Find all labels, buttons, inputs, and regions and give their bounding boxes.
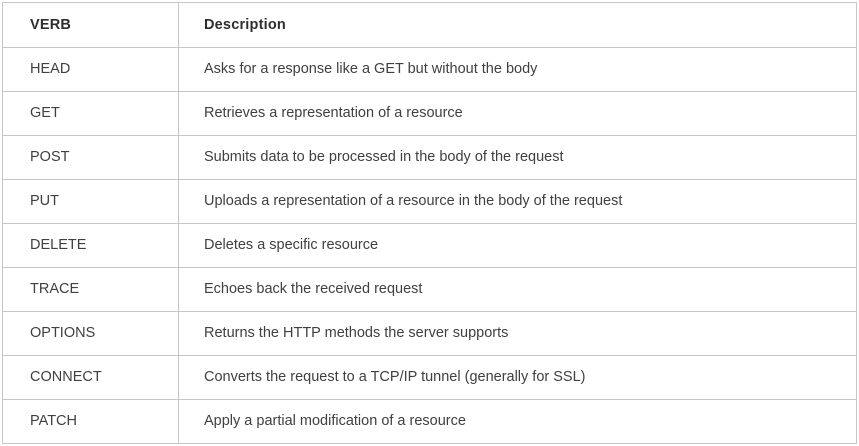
table-row: TRACE Echoes back the received request [2, 267, 857, 312]
description-cell: Deletes a specific resource [178, 223, 857, 268]
table-row: CONNECT Converts the request to a TCP/IP… [2, 355, 857, 400]
verb-cell: PUT [2, 179, 179, 224]
verb-cell: POST [2, 135, 179, 180]
table-header: VERB Description [2, 2, 857, 48]
description-cell: Echoes back the received request [178, 267, 857, 312]
description-cell: Retrieves a representation of a resource [178, 91, 857, 136]
column-header-verb: VERB [2, 2, 179, 48]
verb-cell: CONNECT [2, 355, 179, 400]
description-cell: Converts the request to a TCP/IP tunnel … [178, 355, 857, 400]
description-cell: Submits data to be processed in the body… [178, 135, 857, 180]
description-cell: Returns the HTTP methods the server supp… [178, 311, 857, 356]
verb-cell: TRACE [2, 267, 179, 312]
table-header-row: VERB Description [2, 2, 857, 48]
description-cell: Uploads a representation of a resource i… [178, 179, 857, 224]
table-row: GET Retrieves a representation of a reso… [2, 91, 857, 136]
verb-cell: DELETE [2, 223, 179, 268]
column-header-description: Description [178, 2, 857, 48]
table-row: PUT Uploads a representation of a resour… [2, 179, 857, 224]
table-row: DELETE Deletes a specific resource [2, 223, 857, 268]
verb-cell: OPTIONS [2, 311, 179, 356]
table-row: PATCH Apply a partial modification of a … [2, 399, 857, 444]
verb-cell: PATCH [2, 399, 179, 444]
table-row: OPTIONS Returns the HTTP methods the ser… [2, 311, 857, 356]
description-cell: Asks for a response like a GET but witho… [178, 47, 857, 92]
table-row: HEAD Asks for a response like a GET but … [2, 47, 857, 92]
verb-cell: GET [2, 91, 179, 136]
table-body: HEAD Asks for a response like a GET but … [2, 47, 857, 444]
verb-cell: HEAD [2, 47, 179, 92]
table-row: POST Submits data to be processed in the… [2, 135, 857, 180]
description-cell: Apply a partial modification of a resour… [178, 399, 857, 444]
